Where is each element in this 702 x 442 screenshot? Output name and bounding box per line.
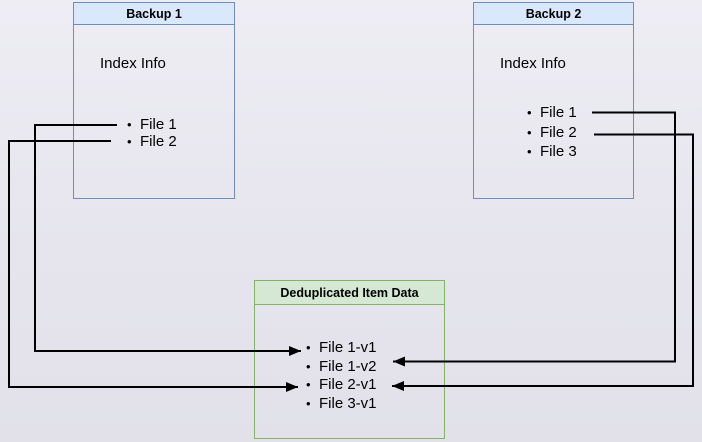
file-item: • File 2 bbox=[527, 123, 577, 143]
file-item-label: File 1-v1 bbox=[319, 339, 377, 356]
bullet-icon: • bbox=[527, 105, 532, 120]
file-item: • File 1 bbox=[127, 116, 177, 133]
backup1-file-list: • File 1 • File 2 bbox=[127, 116, 177, 150]
file-item: • File 1-v2 bbox=[306, 358, 377, 377]
bullet-icon: • bbox=[306, 358, 311, 374]
backup2-file-list: • File 1 • File 2 • File 3 bbox=[527, 103, 577, 162]
backup1-box: Backup 1 Index Info • File 1 • File 2 bbox=[73, 2, 235, 199]
file-item: • File 3-v1 bbox=[306, 395, 377, 414]
bullet-icon: • bbox=[127, 117, 132, 132]
file-item-label: File 2-v1 bbox=[319, 376, 377, 393]
bullet-icon: • bbox=[306, 377, 311, 392]
file-item: • File 1 bbox=[527, 103, 577, 123]
file-item-label: File 1 bbox=[140, 116, 177, 133]
file-item: • File 1-v1 bbox=[306, 339, 377, 358]
file-item-label: File 3-v1 bbox=[319, 394, 377, 412]
dedup-file-list: • File 1-v1 • File 1-v2 • File 2-v1 • File 3-v1 bbox=[306, 339, 377, 413]
bullet-icon: • bbox=[306, 340, 311, 355]
file-item-label: File 1 bbox=[540, 104, 577, 121]
deduplicated-item-data-box: Deduplicated Item Data • File 1-v1 • File 1… bbox=[254, 280, 445, 439]
file-item: • File 2-v1 bbox=[306, 376, 377, 395]
dedup-title: Deduplicated Item Data bbox=[255, 281, 444, 305]
backup2-box: Backup 2 Index Info • File 1 • File 2 • File … bbox=[473, 2, 634, 199]
file-item-label: File 2 bbox=[540, 123, 577, 141]
bullet-icon: • bbox=[527, 124, 532, 140]
file-item: • File 2 bbox=[127, 133, 177, 150]
backup2-title: Backup 2 bbox=[474, 3, 633, 25]
bullet-icon: • bbox=[306, 395, 311, 411]
file-item-label: File 3 bbox=[540, 143, 577, 160]
file-item-label: File 2 bbox=[140, 133, 177, 150]
backup1-index-info-label: Index Info bbox=[100, 55, 166, 72]
file-item: • File 3 bbox=[527, 142, 577, 162]
bullet-icon: • bbox=[127, 134, 132, 149]
bullet-icon: • bbox=[527, 144, 532, 159]
file-item-label: File 1-v2 bbox=[319, 357, 377, 375]
backup2-index-info-label: Index Info bbox=[500, 55, 566, 72]
backup1-title: Backup 1 bbox=[74, 3, 234, 25]
